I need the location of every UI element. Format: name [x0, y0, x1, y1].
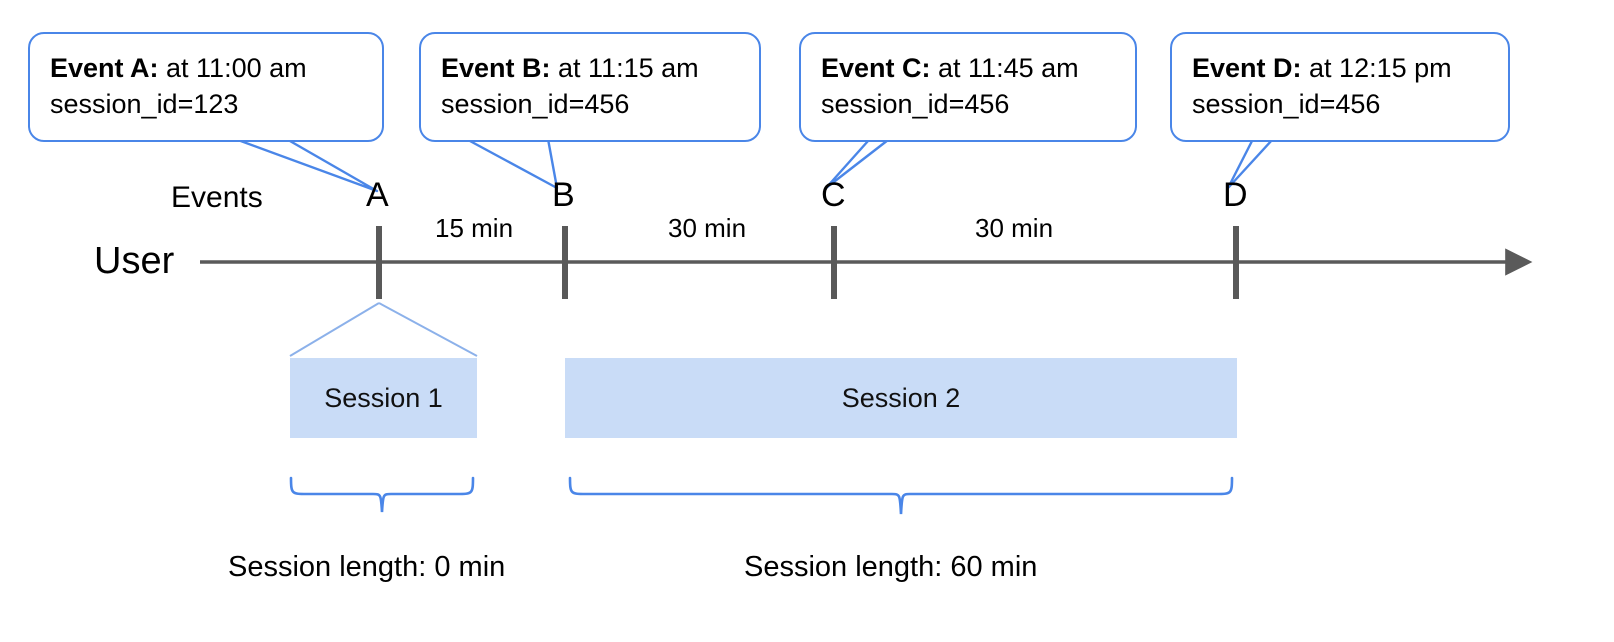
session-2-length-label: Session length: 60 min [744, 551, 1038, 583]
session2-brace [568, 476, 1234, 515]
callout-event-d: Event D: at 12:15 pm session_id=456 [1170, 32, 1510, 142]
callout-b-bold: Event B: [441, 53, 551, 83]
callout-d-line2: session_id=456 [1192, 89, 1381, 120]
event-label-c: C [821, 176, 846, 214]
callout-a-bold: Event A: [50, 53, 159, 83]
callout-c-rest: at 11:45 am [930, 53, 1079, 83]
session1-brace [289, 476, 475, 513]
callout-c-line1: Event C: at 11:45 am [821, 50, 1117, 86]
session-block-2: Session 2 [565, 358, 1237, 438]
callout-tail-c [824, 139, 889, 190]
callout-b-line1: Event B: at 11:15 am [441, 50, 741, 86]
session-block-1: Session 1 [290, 358, 477, 438]
session-1-length-label: Session length: 0 min [228, 551, 506, 583]
session-block-1-label: Session 1 [324, 382, 443, 413]
callout-d-rest: at 12:15 pm [1301, 53, 1452, 83]
event-label-d: D [1223, 176, 1248, 214]
lane-label-user: User [94, 240, 175, 282]
session1-funnel [289, 302, 478, 357]
gap-label-b-c: 30 min [668, 213, 747, 243]
callout-c-line2: session_id=456 [821, 89, 1010, 120]
session-block-2-label: Session 2 [841, 382, 961, 413]
event-label-b: B [552, 176, 575, 214]
gap-label-c-d: 30 min [975, 213, 1054, 243]
callout-event-a: Event A: at 11:00 am session_id=123 [28, 32, 384, 142]
callout-b-line2: session_id=456 [441, 89, 630, 120]
callout-tail-b [469, 138, 559, 190]
callout-a-line1: Event A: at 11:00 am [50, 50, 364, 86]
callout-tail-a [237, 138, 379, 193]
event-tick-marks [376, 226, 1239, 299]
lane-label-events: Events [171, 181, 263, 214]
gap-label-a-b: 15 min [435, 213, 514, 243]
callout-event-c: Event C: at 11:45 am session_id=456 [799, 32, 1137, 142]
callout-event-b: Event B: at 11:15 am session_id=456 [419, 32, 761, 142]
callout-tail-d [1226, 139, 1273, 190]
event-label-a: A [366, 176, 389, 214]
callout-a-rest: at 11:00 am [158, 53, 307, 83]
callout-d-line1: Event D: at 12:15 pm [1192, 50, 1490, 86]
callout-c-bold: Event C: [821, 53, 931, 83]
callout-a-line2: session_id=123 [50, 89, 239, 120]
callout-b-rest: at 11:15 am [550, 53, 699, 83]
callout-d-bold: Event D: [1192, 53, 1302, 83]
